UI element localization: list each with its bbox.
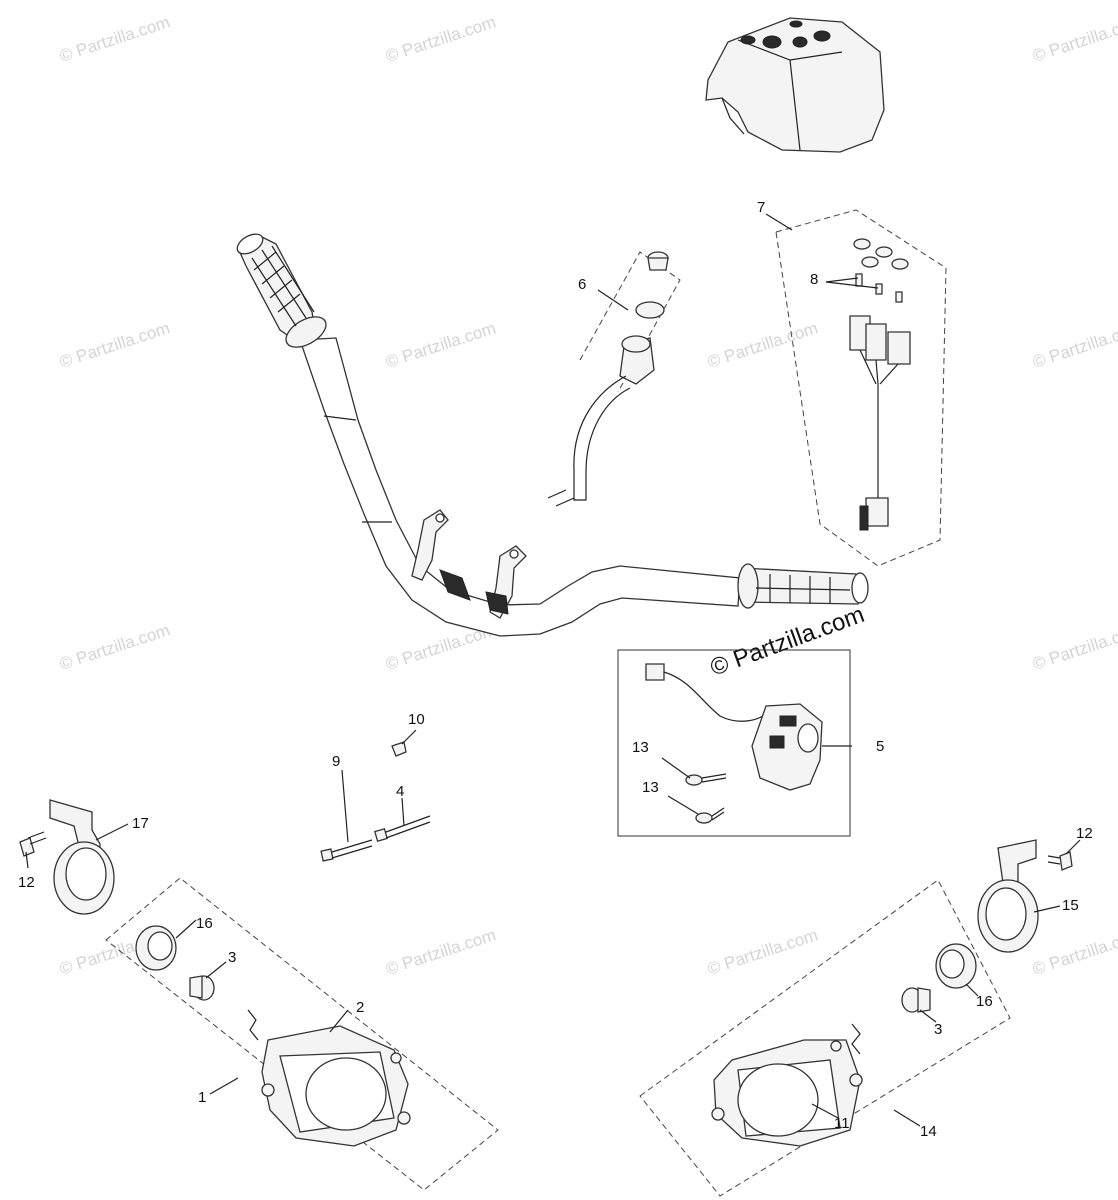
handlebar-cover[interactable] bbox=[705, 17, 885, 153]
right-headlight-assembly[interactable] bbox=[639, 839, 1073, 1197]
watermark: © Partzilla.com bbox=[1030, 12, 1118, 65]
control-switch[interactable] bbox=[617, 649, 851, 837]
callout-13: 13 bbox=[632, 739, 649, 756]
cable-tie-9[interactable] bbox=[320, 839, 373, 862]
ignition-switch[interactable] bbox=[547, 251, 681, 507]
cable-tie-4[interactable] bbox=[374, 815, 431, 842]
mounting-bracket-left[interactable] bbox=[49, 799, 115, 915]
watermark: © Partzilla.com bbox=[1030, 925, 1118, 978]
aux-switch-kit[interactable] bbox=[775, 209, 947, 567]
watermark: © Partzilla.com bbox=[57, 12, 172, 65]
callout-12: 12 bbox=[1076, 825, 1093, 842]
watermark: © Partzilla.com bbox=[705, 318, 820, 371]
callout-14: 14 bbox=[920, 1123, 937, 1140]
callout-13: 13 bbox=[642, 779, 659, 796]
callout-labels: 7 8 6 5 13 13 10 9 4 17 12 16 3 2 1 12 1… bbox=[18, 199, 1093, 1140]
bulb-left[interactable] bbox=[189, 975, 215, 1001]
headlight-housing-right[interactable] bbox=[711, 1039, 863, 1147]
callout-3: 3 bbox=[934, 1021, 942, 1038]
screw bbox=[695, 807, 725, 824]
screw bbox=[685, 773, 727, 786]
callout-15: 15 bbox=[1062, 897, 1079, 914]
bolt-right[interactable] bbox=[1047, 851, 1073, 871]
callout-7: 7 bbox=[757, 199, 765, 216]
watermark: © Partzilla.com bbox=[383, 925, 498, 978]
handlebar-clamp-left bbox=[411, 509, 449, 581]
leader-lines bbox=[25, 213, 1081, 1127]
watermark: © Partzilla.com bbox=[705, 925, 820, 978]
callout-17: 17 bbox=[132, 815, 149, 832]
bulb-right[interactable] bbox=[901, 987, 931, 1013]
watermark-layer: © Partzilla.com © Partzilla.com © Partzi… bbox=[57, 12, 1118, 978]
left-grip[interactable] bbox=[234, 230, 331, 353]
bolt-left[interactable] bbox=[19, 831, 47, 857]
watermark: © Partzilla.com bbox=[383, 318, 498, 371]
left-headlight-assembly[interactable] bbox=[19, 799, 499, 1191]
callout-9: 9 bbox=[332, 753, 340, 770]
watermark: © Partzilla.com bbox=[57, 620, 172, 673]
watermark: © Partzilla.com bbox=[57, 318, 172, 371]
callout-16: 16 bbox=[976, 993, 993, 1010]
mounting-bracket-right[interactable] bbox=[977, 839, 1039, 953]
callout-3: 3 bbox=[228, 949, 236, 966]
clip-10[interactable] bbox=[391, 741, 407, 757]
right-grip[interactable] bbox=[737, 563, 869, 609]
callout-2: 2 bbox=[356, 999, 364, 1016]
callout-4: 4 bbox=[396, 783, 404, 800]
watermark: © Partzilla.com bbox=[1030, 318, 1118, 371]
retaining-ring-right[interactable] bbox=[935, 943, 977, 989]
callout-8: 8 bbox=[810, 271, 818, 288]
callout-6: 6 bbox=[578, 276, 586, 293]
callout-1: 1 bbox=[198, 1089, 206, 1106]
retaining-ring-left[interactable] bbox=[135, 925, 177, 971]
callout-16: 16 bbox=[196, 915, 213, 932]
callout-5: 5 bbox=[876, 738, 884, 755]
callout-10: 10 bbox=[408, 711, 425, 728]
watermark: © Partzilla.com bbox=[383, 12, 498, 65]
watermark-featured: © Partzilla.com bbox=[707, 601, 868, 682]
callout-11: 11 bbox=[834, 1115, 850, 1132]
handlebar[interactable] bbox=[234, 230, 869, 637]
watermark: © Partzilla.com bbox=[1030, 620, 1118, 673]
headlight-housing-left[interactable] bbox=[261, 1025, 411, 1147]
callout-12: 12 bbox=[18, 874, 35, 891]
